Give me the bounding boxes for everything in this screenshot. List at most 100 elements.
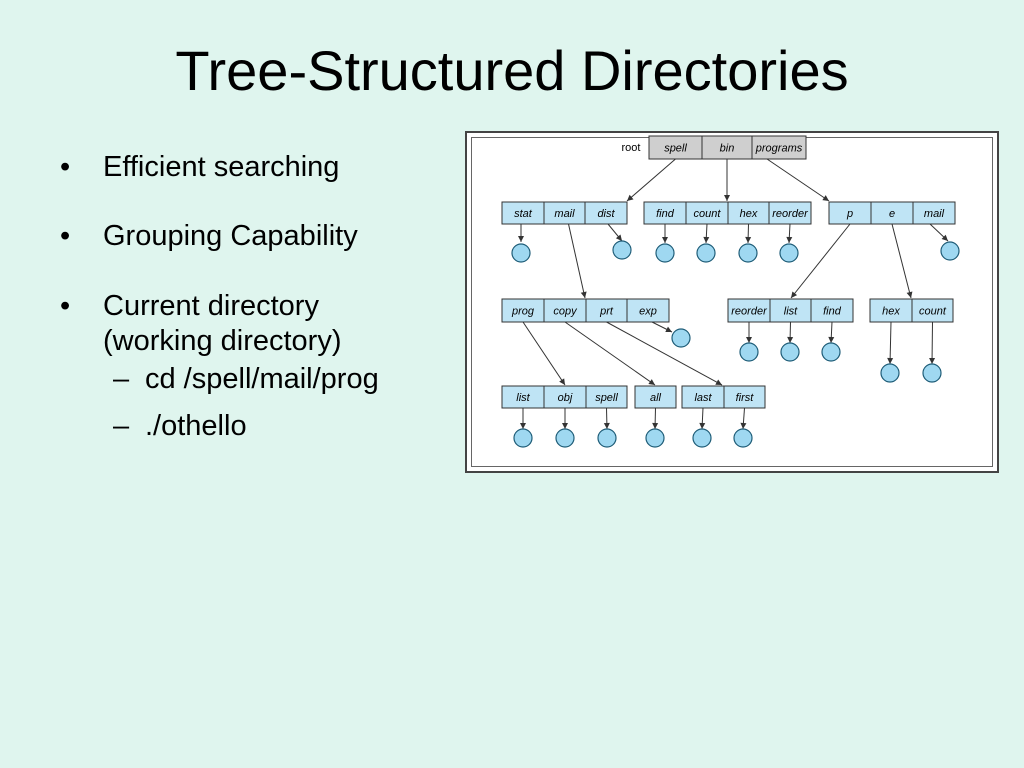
programs-dir-entry-label: mail xyxy=(924,208,945,220)
arrowhead-icon xyxy=(699,422,706,429)
root-entry-label: bin xyxy=(720,143,735,155)
tree-edge xyxy=(891,223,912,299)
file-node-icon xyxy=(597,428,617,448)
slide-title: Tree-Structured Directories xyxy=(175,39,849,102)
file-node-icon xyxy=(645,428,665,448)
tree-edge xyxy=(564,321,656,386)
tree-edge xyxy=(568,223,586,299)
arrowhead-icon xyxy=(786,236,793,243)
bullet-dot-icon: • xyxy=(60,289,71,322)
prt-dir-entry-label: last xyxy=(694,392,712,404)
bullet-text: Efficient searching xyxy=(103,151,340,183)
spell-dir-entry-label: dist xyxy=(597,208,615,220)
arrowhead-icon xyxy=(562,423,568,429)
arrowhead-icon xyxy=(648,379,655,385)
p-dir-entry-label: reorder xyxy=(731,306,768,318)
file-node-icon xyxy=(555,428,575,448)
file-node-icon xyxy=(738,243,758,263)
directory-tree-diagram: root spell bin programs stat mail dist find coun… xyxy=(501,135,960,448)
arrowhead-icon xyxy=(740,422,747,429)
bin-dir-entry-label: hex xyxy=(740,208,758,220)
arrowhead-icon xyxy=(887,357,894,364)
arrowhead-icon xyxy=(745,236,752,243)
arrowhead-icon xyxy=(520,423,526,429)
bullet-item: • Efficient searching xyxy=(60,150,460,185)
root-entry-label: programs xyxy=(755,143,803,155)
arrowhead-icon xyxy=(822,195,829,201)
bullet-dot-icon: • xyxy=(60,151,71,183)
spell-dir-entry-cell xyxy=(584,201,628,225)
arrowhead-icon xyxy=(929,357,936,364)
file-node-icon xyxy=(671,328,691,348)
root-label: root xyxy=(622,142,641,154)
programs-dir-entry-cell xyxy=(912,201,956,225)
arrowhead-icon xyxy=(603,422,610,429)
tree-edge xyxy=(790,223,851,299)
prog-dir-entry-label: list xyxy=(516,392,530,404)
prt-dir-entry-label: first xyxy=(736,392,755,404)
bullet-text: Current directory (working directory) xyxy=(103,289,460,360)
bullet-text: Grouping Capability xyxy=(103,220,358,253)
sub-bullet-list: – cd /spell/mail/prog – ./othello xyxy=(103,362,460,445)
bin-dir-entry-label: count xyxy=(694,208,722,220)
dash-icon: – xyxy=(113,409,130,442)
arrowhead-icon xyxy=(941,234,948,241)
arrowhead-icon xyxy=(665,326,672,332)
mail-dir-entry-label: exp xyxy=(639,306,657,318)
tree-edge xyxy=(606,321,723,386)
arrowhead-icon xyxy=(787,336,794,343)
copy-dir-entry-label: all xyxy=(650,392,662,404)
file-node-icon xyxy=(880,363,900,383)
arrowhead-icon xyxy=(662,237,668,243)
mail-dir-entry-label: prog xyxy=(511,306,535,318)
file-node-icon xyxy=(922,363,942,383)
spell-dir-entry-label: stat xyxy=(514,208,533,220)
root-entry-label: spell xyxy=(664,143,687,155)
sub-bullet-item: – cd /spell/mail/prog xyxy=(103,362,460,397)
dash-icon: – xyxy=(113,362,130,395)
arrowhead-icon xyxy=(715,379,722,385)
programs-dir-entry-label: p xyxy=(846,208,853,220)
root-entry-cell xyxy=(751,135,807,160)
mail-dir-entry-cell xyxy=(626,298,670,323)
prog-dir-entry-label: obj xyxy=(558,392,573,404)
e-dir-entry-label: hex xyxy=(882,306,900,318)
arrowhead-icon xyxy=(724,195,730,201)
bullet-dot-icon: • xyxy=(60,220,71,253)
file-node-icon xyxy=(513,428,533,448)
file-node-icon xyxy=(511,243,531,263)
tree-edge xyxy=(626,158,676,202)
spell-dir-entry-label: mail xyxy=(554,208,575,220)
arrowhead-icon xyxy=(580,291,587,298)
arrowhead-icon xyxy=(703,236,710,243)
bullet-text-line: Current directory xyxy=(103,289,319,322)
tree-edge xyxy=(889,321,892,365)
mail-dir-entry-label: copy xyxy=(553,306,578,318)
tree-edge xyxy=(931,321,933,365)
bullet-text-line: (working directory) xyxy=(103,325,342,358)
file-node-icon xyxy=(733,428,753,448)
file-node-icon xyxy=(780,342,800,362)
file-node-icon xyxy=(696,243,716,263)
file-node-icon xyxy=(612,240,632,260)
prog-dir-entry-label: spell xyxy=(595,392,618,404)
directory-tree-figure: root spell bin programs stat mail dist find coun… xyxy=(465,131,999,473)
bullet-list: • Efficient searching • Grouping Capabil… xyxy=(60,150,460,456)
sub-bullet-text: cd /spell/mail/prog xyxy=(145,362,379,395)
arrowhead-icon xyxy=(652,422,659,429)
arrowhead-icon xyxy=(906,291,913,298)
arrowhead-icon xyxy=(828,336,835,343)
p-dir-entry-label: list xyxy=(784,306,798,318)
bin-dir-entry-label: find xyxy=(656,208,675,220)
p-dir-entry-label: find xyxy=(823,306,842,318)
file-node-icon xyxy=(779,243,799,263)
file-node-icon xyxy=(739,342,759,362)
file-node-icon xyxy=(821,342,841,362)
sub-bullet-text: ./othello xyxy=(145,409,247,442)
bin-dir-entry-label: reorder xyxy=(772,208,809,220)
bullet-item: • Current directory (working directory) … xyxy=(60,289,460,445)
arrowhead-icon xyxy=(791,291,798,298)
file-node-icon xyxy=(692,428,712,448)
e-dir-entry-label: count xyxy=(919,306,947,318)
sub-bullet-item: – ./othello xyxy=(103,409,460,444)
